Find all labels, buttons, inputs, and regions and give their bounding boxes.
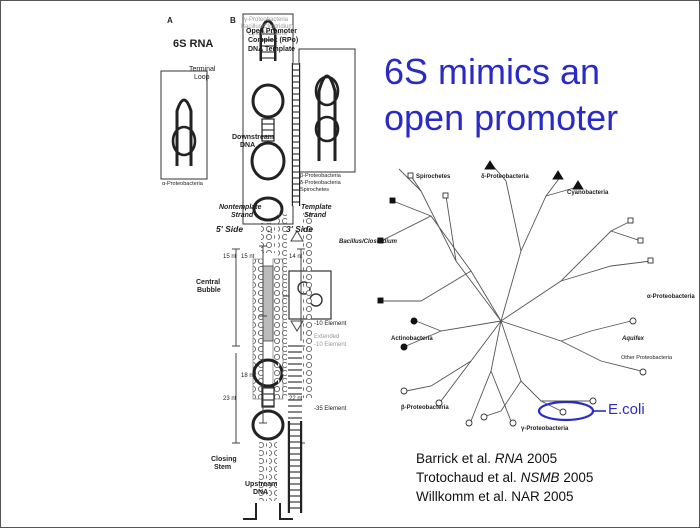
tree-group-actino: Actinobacteria — [391, 336, 433, 342]
a-nt-14: 14 nt — [289, 254, 302, 260]
tree-group-beta: β-Proteobacteria — [401, 405, 449, 411]
reference-2: Trotochaud et al. NSMB 2005 — [416, 468, 593, 487]
tree-group-gamma: γ-Proteobacteria — [521, 426, 568, 432]
panel-b-title-1: Open Promoter — [246, 28, 297, 35]
tree-group-cyano: Cyanobacteria — [567, 190, 608, 196]
slide-title-line-1: 6S mimics an — [384, 49, 618, 95]
minus10-label: -10 Element — [314, 321, 346, 327]
tree-group-delta: δ-Proteobacteria — [481, 174, 529, 180]
panel-a-letter: A — [167, 16, 173, 25]
panel-b-letter: B — [230, 16, 236, 25]
slide-title-line-2: open promoter — [384, 95, 618, 141]
side-3-label: 3' Side — [286, 224, 313, 234]
rna-structure — [161, 14, 355, 519]
phylo-tree — [378, 161, 653, 426]
panel-a-title: 6S RNA — [173, 38, 213, 50]
plus1-label: +1 — [267, 229, 273, 235]
extended-2: -10 Element — [314, 342, 346, 348]
a-nt-22: 22 nt — [289, 396, 302, 402]
tree-group-alpha: α-Proteobacteria — [647, 294, 695, 300]
panel-b-title-2: Complex (RPo) — [248, 37, 298, 44]
nontemplate-2: Strand — [231, 212, 253, 219]
reference-1: Barrick et al. RNA 2005 — [416, 449, 593, 468]
slide-title: 6S mimics an open promoter — [384, 49, 618, 141]
downstream-2: DNA — [240, 142, 255, 149]
beta-label-3: Spirochetes — [300, 187, 329, 193]
beta-label-2: δ-Proteobacteria — [300, 180, 341, 186]
tree-group-spirochetes: Spirochetes — [416, 174, 450, 180]
b-nt-18: 18 nt — [241, 373, 254, 379]
closing-stem-2: Stem — [214, 464, 231, 471]
central-bubble-1: Central — [196, 279, 220, 286]
tree-group-other: Other Proteobacteria — [621, 355, 672, 361]
closing-stem-1: Closing — [211, 456, 237, 463]
extended-1: Extended — [314, 334, 339, 340]
references: Barrick et al. RNA 2005 Trotochaud et al… — [416, 449, 593, 506]
nontemplate-1: Nontemplate — [219, 204, 261, 211]
ecoli-label: E.coli — [608, 401, 645, 418]
central-bubble-2: Bubble — [197, 287, 221, 294]
beta-label-1: β-Proteobacteria — [300, 173, 341, 179]
a-nt-23: 23 nt — [223, 396, 236, 402]
upstream-2: DNA — [253, 489, 268, 496]
tree-group-aquifex: Aquifex — [622, 336, 644, 342]
side-5-label: 5' Side — [216, 224, 243, 234]
a-nt-15: 15 nt — [223, 254, 236, 260]
terminal-loop-line2: Loop — [194, 74, 210, 81]
downstream-1: Downstream — [232, 134, 274, 141]
alpha-label: α-Proteobacteria — [162, 181, 203, 187]
tree-group-bacillus: Bacillus/Clostridium — [339, 239, 397, 245]
upstream-1: Upstream — [245, 481, 277, 488]
reference-3: Willkomm et al. NAR 2005 — [416, 487, 593, 506]
b-nt-15: 15 nt — [241, 254, 254, 260]
group-gamma: γ-Proteobacteria — [244, 17, 288, 23]
panel-b-title-3: DNA Template — [248, 46, 295, 53]
template-2: Strand — [304, 212, 326, 219]
terminal-loop-line1: Terminal — [189, 66, 215, 73]
template-1: Template — [301, 204, 331, 211]
minus35-label: -35 Element — [314, 406, 346, 412]
